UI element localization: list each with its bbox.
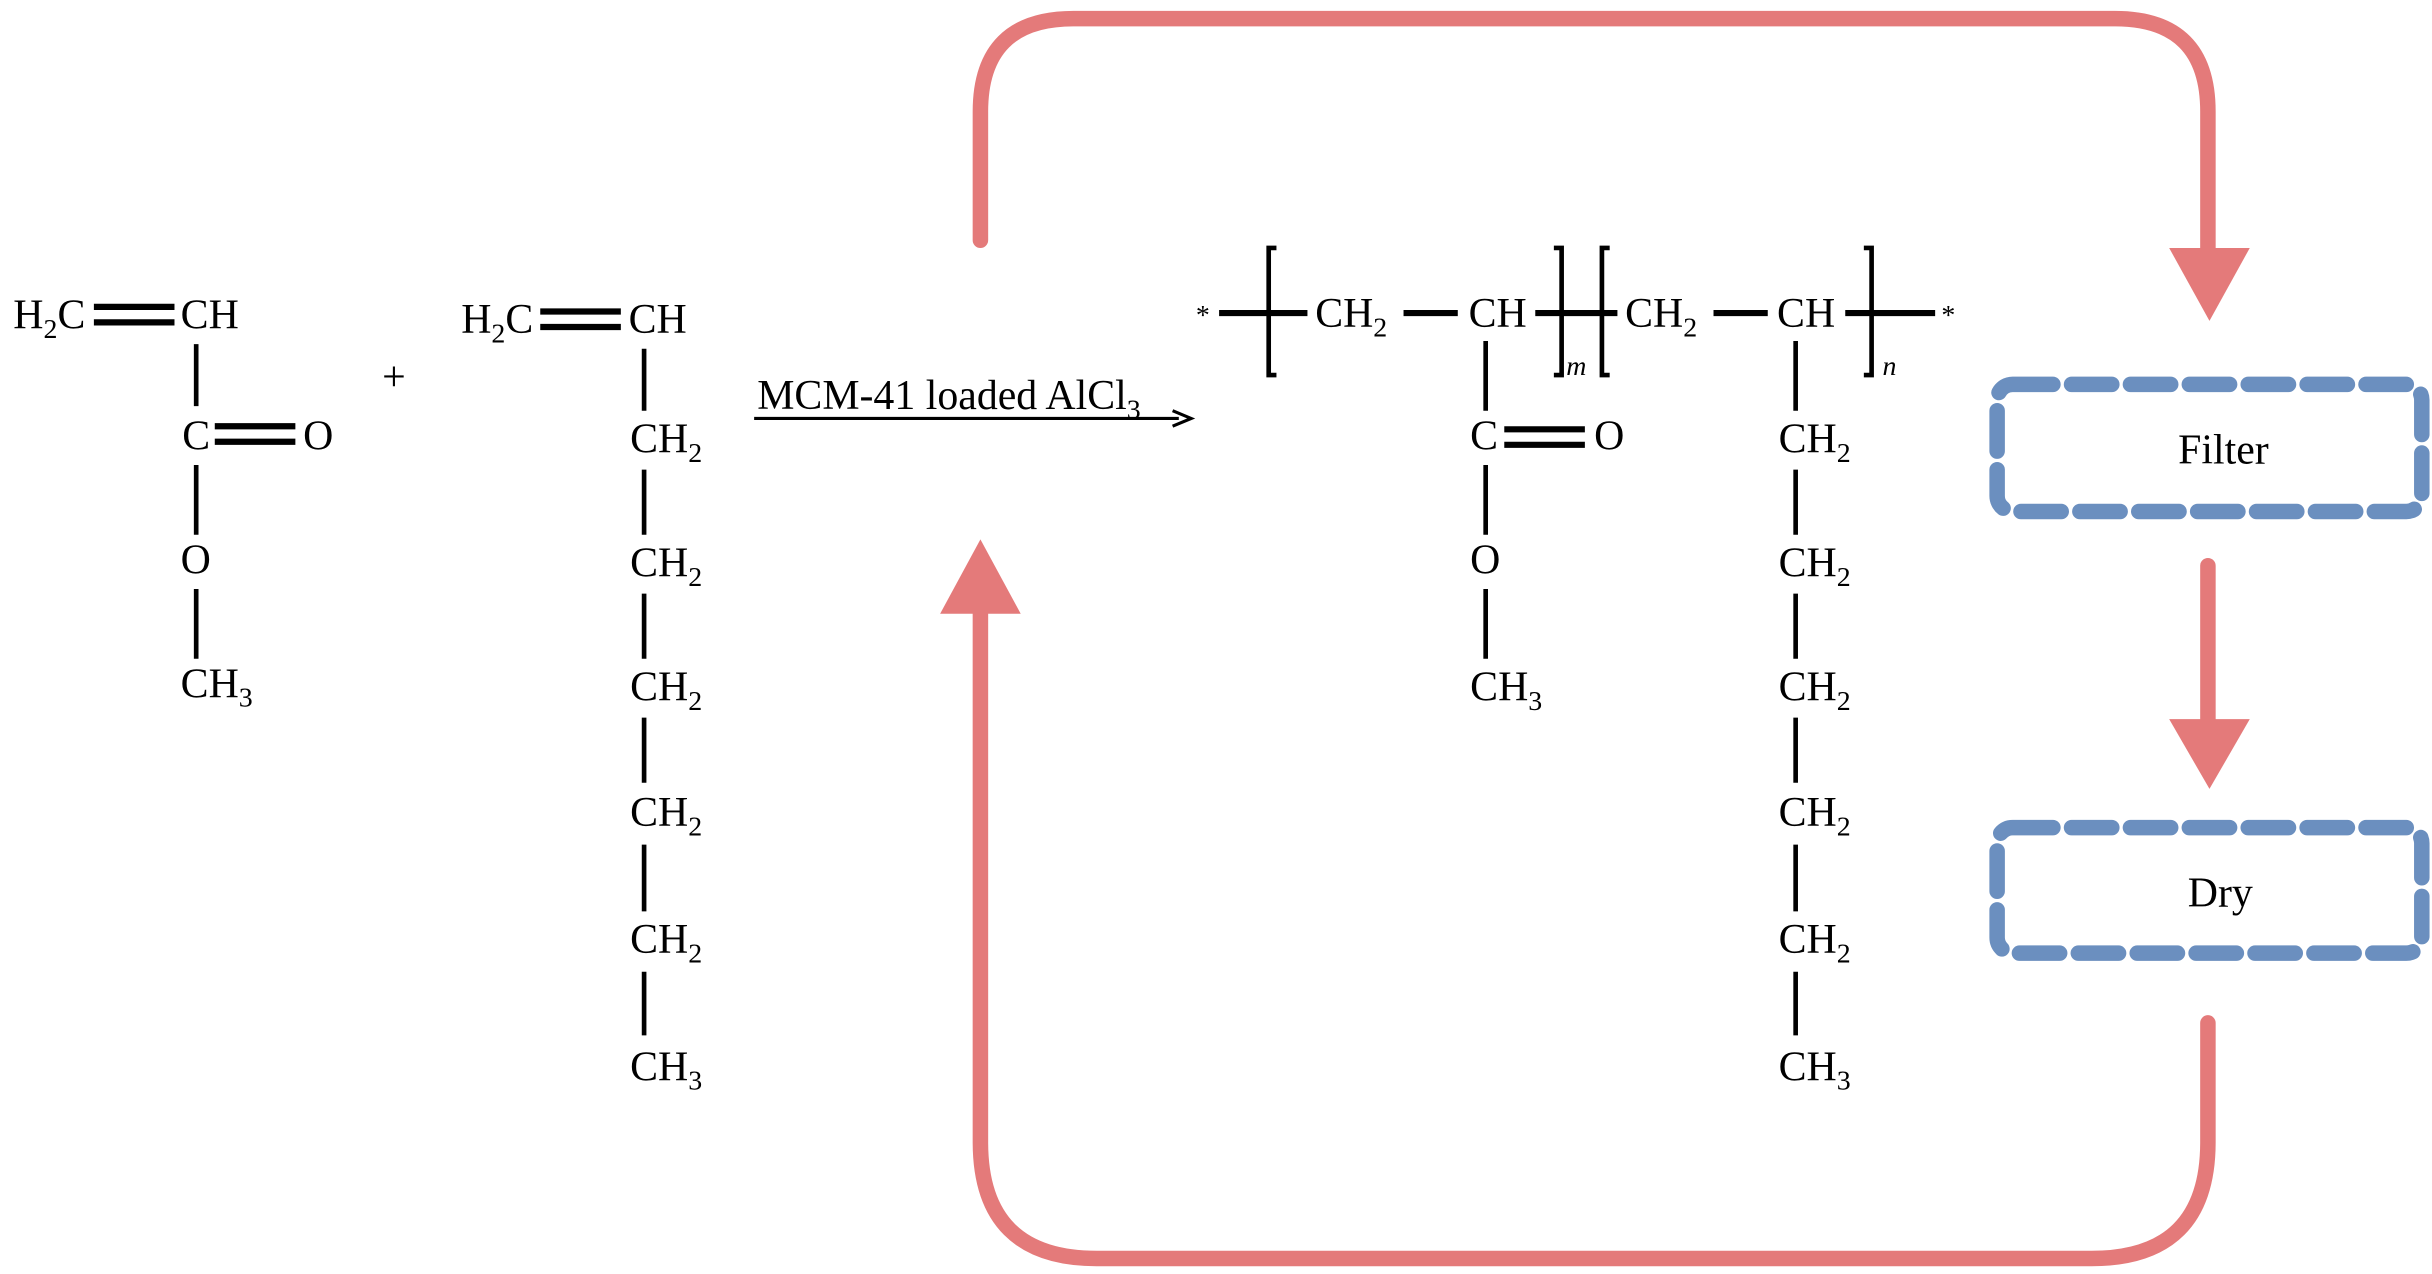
atom-c: C: [1470, 413, 1498, 459]
dry-label: Dry: [2188, 871, 2253, 917]
atom-ch2: CH2: [1315, 291, 1387, 343]
atom-ch2: CH2: [630, 665, 702, 717]
atom-h2c: H2C: [461, 297, 533, 349]
atom-h2c: H2C: [13, 293, 85, 345]
atom-ch2: CH2: [1779, 665, 1851, 717]
atom-ch2: CH2: [1779, 417, 1851, 469]
end-star: *: [1941, 300, 1955, 331]
atom-ch2: CH2: [630, 917, 702, 969]
plus-sign: +: [382, 355, 406, 401]
atom-o: O: [181, 537, 211, 583]
atom-ch: CH: [629, 297, 687, 343]
filter-to-dry-arrow: [2169, 557, 2250, 789]
atom-ch2: CH2: [1779, 917, 1851, 969]
atom-o-double: O: [1594, 413, 1624, 459]
reaction-arrow: MCM-41 loaded AlCl3: [754, 373, 1196, 428]
atom-ch: CH: [1777, 291, 1835, 337]
atom-ch2: CH2: [1779, 541, 1851, 593]
atom-ch2: CH2: [1779, 790, 1851, 842]
filter-step: Filter: [1989, 376, 2430, 520]
methyl-acrylate: H2C CH C O O CH3: [13, 293, 333, 714]
atom-ch2: CH2: [630, 541, 702, 593]
atom-ch3: CH3: [1470, 665, 1542, 717]
subscript-m: m: [1566, 351, 1586, 382]
catalyst-label: MCM-41 loaded AlCl3: [757, 373, 1140, 425]
recycle-arrow-top: [972, 10, 2250, 321]
subscript-n: n: [1882, 351, 1896, 382]
atom-ch3: CH3: [1779, 1044, 1851, 1096]
atom-ch3: CH3: [181, 661, 253, 713]
atom-ch3: CH3: [630, 1044, 702, 1096]
recycle-arrow-bottom: [940, 539, 2216, 1267]
copolymer: * CH2 CH m CH2 CH n * C O O CH3 CH2 CH2 …: [1196, 245, 1955, 1097]
octene: H2C CH CH2 CH2 CH2 CH2 CH2 CH3: [461, 297, 702, 1096]
dry-step: Dry: [1989, 819, 2430, 961]
atom-o: O: [1470, 537, 1500, 583]
atom-ch2: CH2: [630, 417, 702, 469]
atom-ch2: CH2: [630, 790, 702, 842]
filter-label: Filter: [2178, 427, 2269, 473]
atom-o-double: O: [303, 413, 333, 459]
atom-ch: CH: [1469, 291, 1527, 337]
atom-ch: CH: [181, 293, 239, 339]
atom-ch2: CH2: [1625, 291, 1697, 343]
atom-c: C: [182, 413, 210, 459]
end-star: *: [1196, 300, 1210, 331]
